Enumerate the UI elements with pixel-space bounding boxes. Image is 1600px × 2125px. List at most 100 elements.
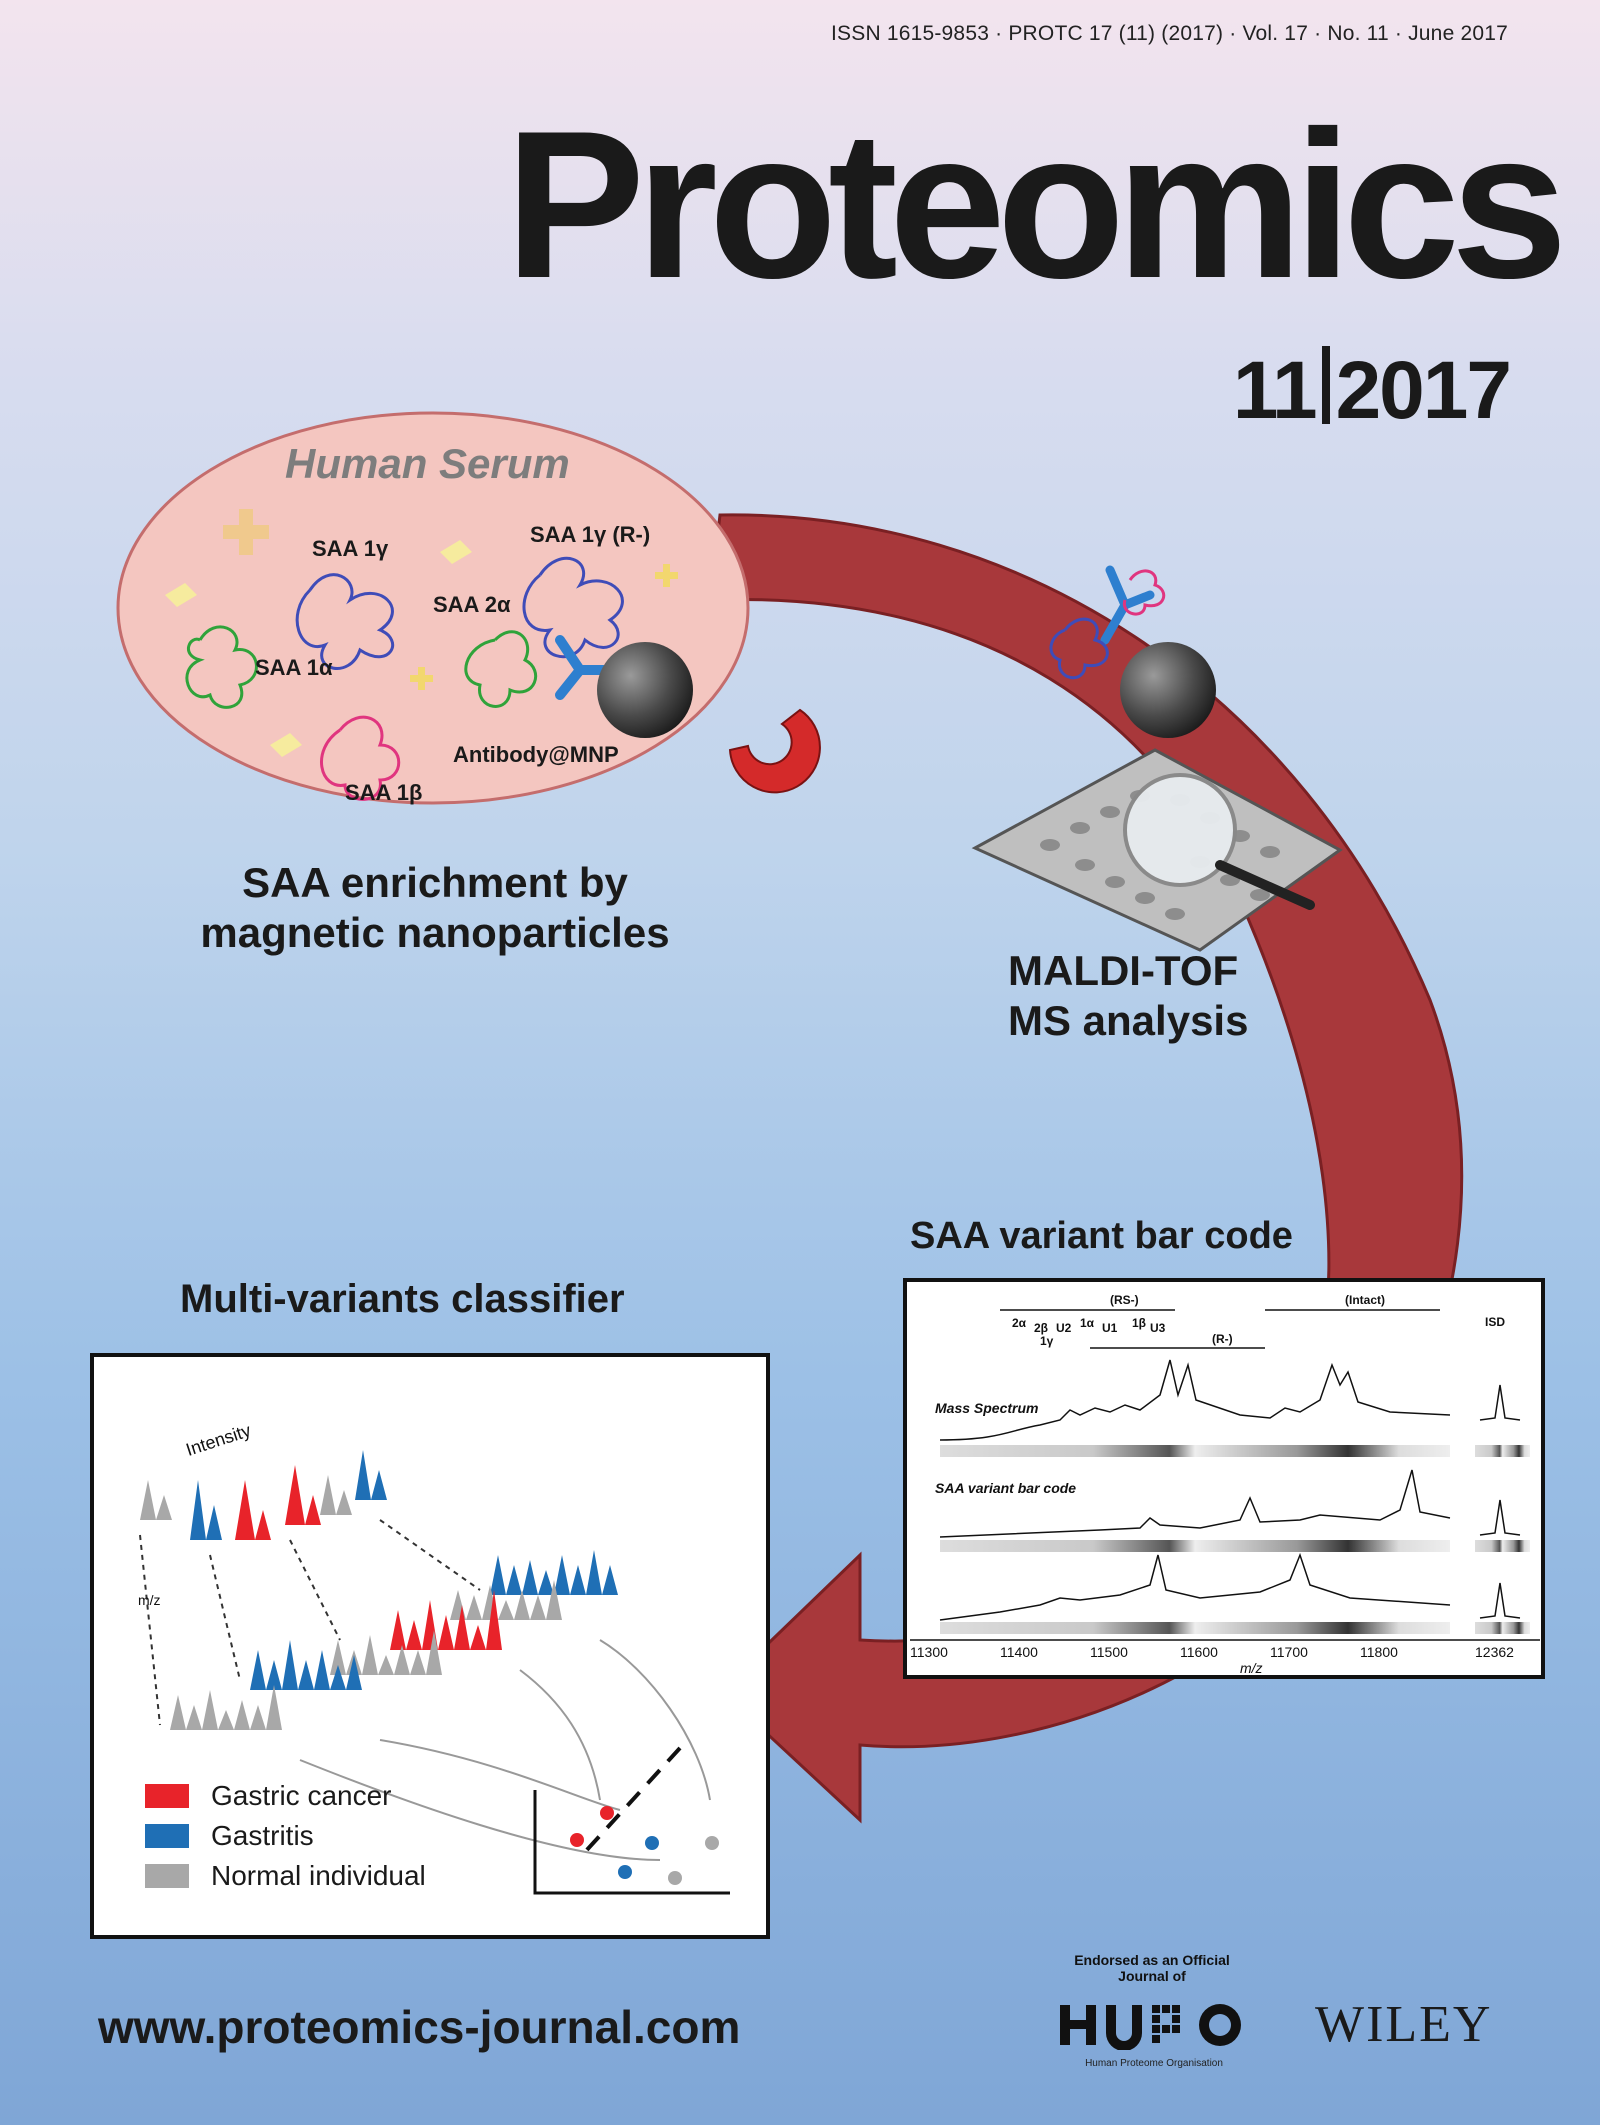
legend-label: Gastritis [211, 1820, 314, 1851]
x-tick: 11600 [1180, 1644, 1218, 1660]
magnifier-handle [1215, 860, 1315, 910]
label-saa1g-r: SAA 1γ (R-) [530, 522, 651, 547]
saa2a-protein [464, 630, 538, 708]
x-tick: 11500 [1090, 1644, 1128, 1660]
curve-link [599, 1639, 711, 1801]
barcode-strip-3 [940, 1622, 1450, 1634]
variant-label: 1γ [1040, 1334, 1054, 1348]
diamond-shape [270, 733, 302, 757]
label-saa1b: SAA 1β [345, 780, 423, 805]
variant-label: 1α [1080, 1316, 1095, 1330]
variant-label: U1 [1102, 1321, 1118, 1335]
mass-spectrum-trace [939, 1359, 1451, 1441]
group-rs: (RS-) [1110, 1293, 1139, 1307]
dashed-link [209, 1554, 241, 1681]
label-barcode: SAA variant bar code [910, 1215, 1293, 1257]
serum-title: Human Serum [285, 440, 570, 487]
diamond-shape [440, 540, 472, 564]
mz-label: m/z [138, 1592, 161, 1608]
x-tick: 11400 [1000, 1644, 1038, 1660]
isd-strip-1 [1475, 1445, 1530, 1457]
curve-link [299, 1759, 661, 1861]
dot-normal [705, 1836, 719, 1850]
x-tick: 11800 [1360, 1644, 1398, 1660]
saa1a-protein [185, 625, 258, 709]
magnifier-lens [1123, 773, 1237, 887]
legend-label: Gastric cancer [211, 1780, 392, 1811]
isd-strip-2 [1475, 1540, 1530, 1552]
issue-no: 11 [1232, 345, 1318, 436]
saa1g-protein [295, 573, 394, 670]
isd-strip-3 [1475, 1622, 1530, 1634]
legend-swatch [145, 1784, 189, 1808]
isd-peak-3 [1479, 1582, 1521, 1619]
label-maldi: MALDI-TOF MS analysis [1008, 947, 1249, 1045]
x-axis-label: m/z [1240, 1660, 1263, 1676]
label-enrichment: SAA enrichment by magnetic nanoparticles [200, 859, 670, 957]
cross-shape [655, 564, 678, 587]
group-r: (R-) [1212, 1332, 1233, 1346]
dot-normal [668, 1871, 682, 1885]
dot-gastritis [645, 1836, 659, 1850]
maldi-bead [1120, 642, 1216, 738]
legend-gastritis: Gastritis [145, 1820, 314, 1852]
hupo-endorsement: Endorsed as an Official Journal of [1074, 1952, 1230, 1985]
variant-label: 2β [1034, 1321, 1048, 1335]
label-antibody-mnp: Antibody@MNP [453, 742, 619, 767]
variant-label: U2 [1056, 1321, 1072, 1335]
magnet-icon [728, 708, 821, 794]
peak-stacks [140, 1450, 618, 1730]
barcode-trace-1 [939, 1469, 1451, 1538]
curve-link [519, 1669, 601, 1801]
mnp-bead [597, 642, 693, 738]
dot-cancer [600, 1806, 614, 1820]
isd-peak-2 [1479, 1499, 1521, 1536]
barcode-strip-1 [940, 1445, 1450, 1457]
legend-label: Normal individual [211, 1860, 426, 1891]
maldi-protein-pink [1122, 569, 1166, 616]
journal-url[interactable]: www.proteomics-journal.com [98, 2001, 741, 2053]
diamond-shape [165, 583, 197, 607]
dot-gastritis [618, 1865, 632, 1879]
maldi-protein-blue [1049, 617, 1109, 680]
dot-cancer [570, 1833, 584, 1847]
x-tick: 11300 [910, 1644, 948, 1660]
dashed-link [379, 1519, 481, 1591]
issue-year: 2017 [1335, 345, 1512, 436]
issn-line: ISSN 1615-9853 · PROTC 17 (11) (2017) · … [831, 22, 1508, 45]
x-tick: 12362 [1475, 1644, 1514, 1660]
legend-swatch [145, 1864, 189, 1888]
curve-link [379, 1739, 621, 1811]
isd-peak-1 [1479, 1384, 1521, 1421]
publisher-logo: WILEY [1315, 1996, 1493, 2053]
barcode-strip-2 [940, 1540, 1450, 1552]
legend-swatch [145, 1824, 189, 1848]
x-tick: 11700 [1270, 1644, 1308, 1660]
legend-cancer: Gastric cancer [145, 1780, 392, 1812]
hupo-subtitle: Human Proteome Organisation [1085, 2058, 1223, 2069]
label-saa1a: SAA 1α [255, 655, 333, 680]
spectrum-panel [903, 1278, 1545, 1679]
variant-label: U3 [1150, 1321, 1166, 1335]
cross-shape [223, 509, 269, 555]
journal-title: Proteomics [505, 87, 1568, 322]
group-intact: (Intact) [1345, 1293, 1385, 1307]
label-saa2a: SAA 2α [433, 592, 511, 617]
issue-divider [1321, 346, 1330, 424]
label-classifier: Multi-variants classifier [180, 1277, 625, 1321]
variant-label: 2α [1012, 1316, 1027, 1330]
dashed-link [139, 1534, 161, 1726]
trace-label-mass: Mass Spectrum [935, 1400, 1039, 1416]
serum-ellipse [116, 411, 750, 805]
label-saa1g: SAA 1γ [312, 536, 389, 561]
saa1g-r-protein [522, 556, 624, 659]
barcode-trace-2 [939, 1552, 1451, 1621]
variant-label: 1β [1132, 1316, 1146, 1330]
hupo-logo [1060, 2004, 1241, 2050]
cross-shape [410, 667, 433, 690]
group-isd: ISD [1485, 1315, 1506, 1329]
scatter-axes [533, 1790, 730, 1895]
maldi-antibody [1100, 565, 1155, 645]
